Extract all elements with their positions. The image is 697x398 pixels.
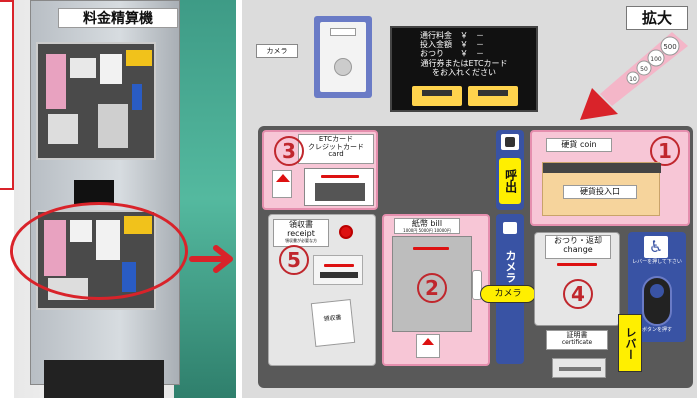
receipt-section: 領収書 receipt 領収書が必要な方 5 領収書: [268, 214, 376, 366]
number-1-badge: 1: [650, 136, 680, 166]
coin-arrow-icon: 500 100 50 10: [580, 32, 688, 120]
accessibility-small: ボタンを押す: [641, 327, 672, 333]
coin-100-label: 100: [650, 56, 662, 63]
bill-section[interactable]: 紙幣 bill 1000円 5000円 10000円 2: [382, 214, 490, 366]
left-red-bracket: [0, 0, 14, 190]
photo-mid-screen: [74, 180, 114, 204]
coin-slot[interactable]: 硬貨 coin 1 硬貨投入口: [530, 130, 690, 226]
receipt-subtitle: receipt: [287, 228, 315, 238]
display-line-1: 通行料金 ￥ －: [420, 31, 484, 40]
camera-bubble: カメラ: [480, 285, 536, 303]
receipt-title-text: 領収書: [289, 220, 313, 229]
photo-base: [44, 360, 164, 398]
enlarged-diagram: 拡大 カメラ 通行料金 ￥ － 投入金額 ￥ － おつり ￥ － 通行券またはE…: [242, 0, 697, 398]
display-line-5: をお入れください: [432, 68, 496, 78]
bill-small: 1000円 5000円 10000円: [403, 228, 451, 233]
number-3-badge: 3: [274, 136, 304, 166]
coin-inlet: 硬貨投入口: [542, 162, 661, 216]
certificate-slot: [552, 358, 606, 378]
receipt-small: 領収書が必要な方: [285, 237, 317, 243]
accessibility-note: レバーを押して下さい: [632, 259, 682, 265]
camera-lens-icon: [503, 222, 517, 234]
accessibility-column: ♿ レバーを押して下さい ボタンを押す: [628, 232, 686, 342]
machine-photo: 料金精算機: [14, 0, 236, 398]
change-section[interactable]: おつり・返却 change 4: [534, 232, 620, 326]
bill-indicator: [416, 334, 440, 358]
etc-card-title: ETCカード クレジットカード card: [298, 134, 374, 164]
display-card-icon: [468, 86, 518, 106]
display-screen: 通行料金 ￥ － 投入金額 ￥ － おつり ￥ － 通行券またはETCカード を…: [390, 26, 538, 112]
arrow-right-icon: [189, 245, 233, 273]
etc-card-line3: card: [328, 150, 344, 159]
bill-title-text: 紙幣 bill: [411, 219, 443, 228]
receipt-title: 領収書 receipt 領収書が必要な方: [273, 219, 329, 247]
number-5-badge: 5: [279, 245, 309, 275]
photo-top-unit: [36, 42, 156, 160]
bill-fingers-icon: [472, 270, 482, 300]
change-title-text: おつり・返却: [554, 236, 602, 245]
photo-title: 料金精算機: [58, 8, 178, 28]
lever-handle[interactable]: [642, 276, 672, 326]
coin-50-label: 50: [640, 66, 648, 73]
call-column: 呼出: [496, 130, 524, 210]
etc-card-reader: [304, 168, 374, 206]
camera-side-label: カメラ: [504, 249, 518, 283]
lever-label: レバー: [618, 314, 642, 372]
change-subtitle: change: [563, 244, 593, 254]
coin-title: 硬貨 coin: [546, 138, 612, 152]
coin-10-label: 10: [629, 76, 637, 83]
certificate-title: 証明書: [566, 331, 588, 339]
coin-inlet-label: 硬貨投入口: [563, 185, 637, 199]
call-button[interactable]: 呼出: [499, 158, 521, 204]
number-2-badge: 2: [417, 273, 447, 303]
change-title: おつり・返却 change: [545, 235, 611, 259]
highlight-ellipse: [10, 202, 188, 300]
top-reader: [314, 16, 372, 98]
phone-icon: [501, 134, 519, 150]
certificate-label: 証明書 certificate: [546, 330, 608, 350]
display-line-3: おつり ￥ －: [420, 48, 484, 58]
zoom-label: 拡大: [626, 6, 688, 30]
etc-card-line2: クレジットカード: [308, 142, 364, 151]
display-ticket-icon: [412, 86, 462, 106]
wheelchair-icon: ♿: [644, 236, 668, 258]
etc-card-line1: ETCカード: [318, 135, 354, 143]
etc-card-slot[interactable]: ETCカード クレジットカード card 3: [262, 130, 378, 210]
number-4-badge: 4: [563, 279, 593, 309]
receipt-button[interactable]: [339, 225, 353, 239]
photo-green-wall: [174, 0, 236, 398]
bill-slot: 2: [392, 236, 472, 332]
coin-500-label: 500: [663, 43, 676, 51]
bill-title: 紙幣 bill 1000円 5000円 10000円: [394, 218, 460, 234]
certificate-subtitle: certificate: [561, 338, 593, 346]
display-line-4: 通行券またはETCカード: [420, 59, 508, 69]
receipt-paper: 領収書: [310, 299, 356, 347]
receipt-paper-label: 領収書: [323, 314, 342, 323]
camera-top-label: カメラ: [256, 44, 298, 58]
etc-indicator-light: [272, 170, 292, 198]
receipt-slot: [313, 255, 363, 285]
display-line-2: 投入金額 ￥ －: [420, 39, 484, 49]
